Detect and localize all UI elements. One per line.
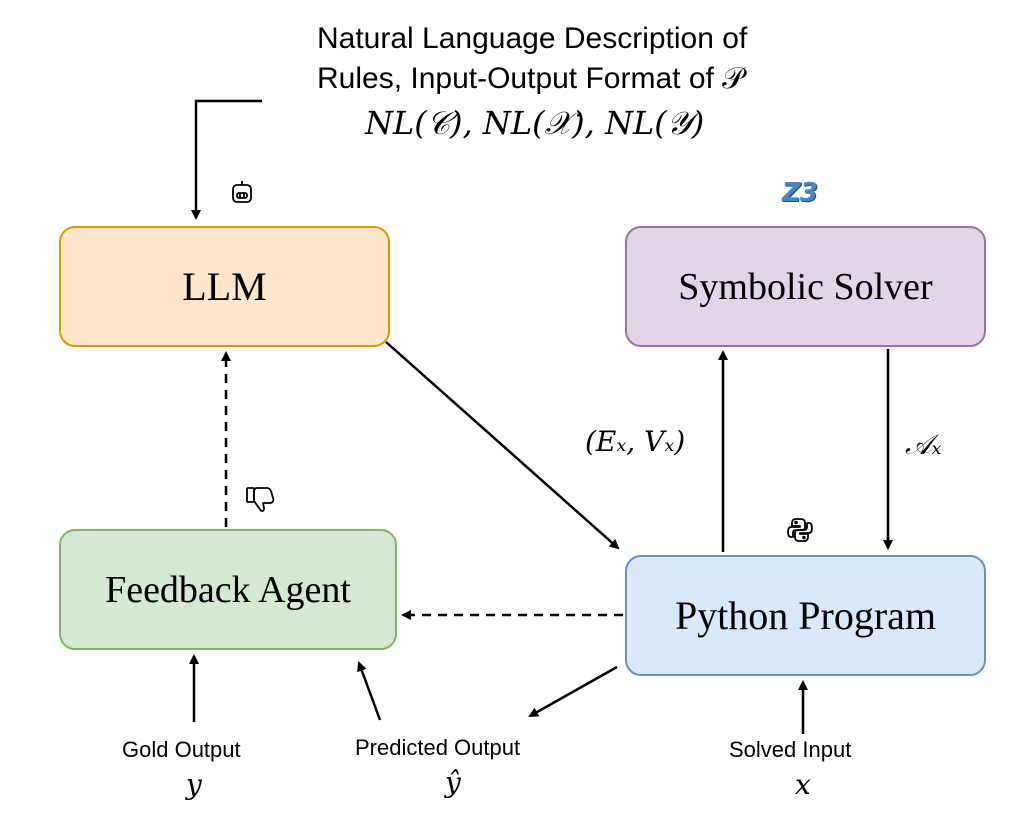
- arrow-python-to-predicted: [528, 665, 618, 718]
- z3-logo: Z3: [782, 178, 818, 208]
- llm-node-label: LLM: [182, 264, 267, 309]
- feedback-agent-node: Feedback Agent: [59, 529, 397, 650]
- python-icon: [787, 518, 813, 542]
- arrow-predicted-to-feedback: [357, 661, 382, 721]
- feedback-agent-node-label: Feedback Agent: [105, 568, 351, 611]
- gold-output-label: Gold Output: [122, 737, 241, 762]
- thumbs-down-icon: [246, 487, 275, 512]
- solved-input-label: Solved Input: [729, 737, 852, 762]
- symbolic-solver-node: Symbolic Solver: [625, 226, 986, 347]
- predicted-output-label: Predicted Output: [355, 735, 521, 760]
- description-line-2: Rules, Input-Output Format of 𝒫: [317, 62, 744, 95]
- python-program-node: Python Program: [625, 555, 986, 676]
- robot-icon: [232, 181, 252, 203]
- python-program-node-label: Python Program: [674, 593, 937, 638]
- arrow-description-to-llm: [191, 99, 262, 220]
- description-line-1: Natural Language Description of: [317, 22, 748, 55]
- description-math: NL(𝒞), NL(𝒳), NL(𝒴): [365, 104, 705, 142]
- program-to-solver-label: (Eₓ, Vₓ): [585, 425, 686, 458]
- arrow-llm-to-python: [385, 341, 620, 550]
- solver-to-program-label: 𝒜ₓ: [905, 428, 942, 461]
- gold-output-symbol: y: [186, 768, 202, 801]
- symbolic-solver-node-label: Symbolic Solver: [678, 265, 933, 308]
- solved-input-symbol: x: [795, 768, 811, 801]
- llm-node: LLM: [59, 226, 390, 347]
- predicted-output-symbol: ŷ: [445, 766, 461, 799]
